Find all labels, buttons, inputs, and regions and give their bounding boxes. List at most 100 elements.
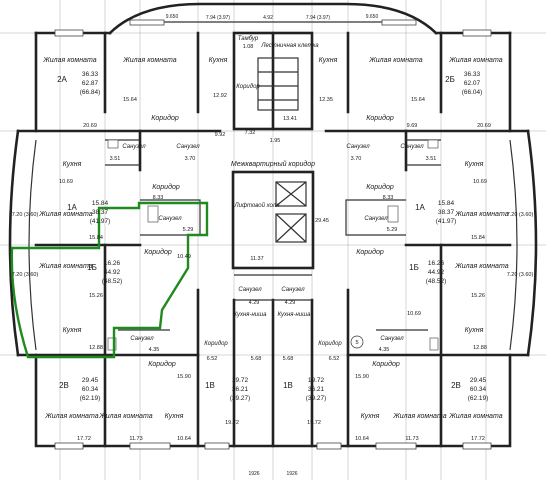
kitchen-area: 10.69 (473, 179, 487, 185)
kitchen-label: Кухня (361, 413, 380, 420)
core-corridor-label: Коридор (236, 84, 260, 90)
room-area: 20.69 (477, 123, 491, 129)
apartment-total: 19.72 (308, 377, 325, 384)
room-area: 20.69 (83, 123, 97, 129)
core-corridor-area-1: 7.32 (245, 130, 256, 136)
room-label: Жилая комната (448, 413, 502, 420)
bath-label: Санузел (122, 144, 146, 150)
dim-bottom-right: 1926 (286, 471, 297, 477)
room-area: 17.72 (77, 436, 91, 442)
kitchen-label: Кухня (209, 57, 228, 64)
corridor-label: Коридор (372, 360, 400, 368)
dim-left: 9.650 (166, 14, 179, 20)
room-area: 19.72 (225, 420, 239, 426)
niche-area: 5.68 (251, 356, 262, 362)
tambour-label: Тамбур (238, 36, 259, 42)
apartment-living: 44.92 (428, 269, 445, 276)
core-labels: Тамбур 1.08 Лестничная клетка 13.41 Кори… (231, 36, 364, 349)
apartment-1v-left: Санузел 4.29 Кухня-ниша Коридор 6.52 5.6… (204, 287, 267, 426)
corridor-area: 15.90 (355, 374, 369, 380)
kitchen-label: Кухня (465, 161, 484, 168)
apartment-code: 2А (57, 75, 67, 84)
stair-area: 13.41 (283, 116, 297, 122)
dim-right-mid: 7.94 (3.97) (306, 15, 331, 21)
core-corridor-area-2: 1.95 (270, 138, 281, 144)
apartment-2v-left: Коридор 15.90 2В 29.45 60.34 (62.19) Жил… (44, 360, 191, 442)
apartment-2b: Кухня Жилая комната Жилая комната 2Б 36.… (319, 57, 503, 129)
room-label: Жилая комната (98, 413, 152, 420)
corridor-area: 8.33 (153, 195, 164, 201)
room-label: Жилая комната (454, 211, 508, 218)
kitchen-area: 12.35 (319, 97, 333, 103)
mezh-corridor-area: 29.45 (315, 218, 329, 224)
kitchen-area: 10.69 (59, 179, 73, 185)
dim-center: 4.92 (263, 15, 273, 21)
balcony-area: 7.20 (3.60) (12, 212, 39, 218)
top-dimension-chain: 9.650 7.94 (3.97) 4.92 7.94 (3.97) 9.650 (130, 14, 416, 23)
room-area: 11.73 (405, 436, 418, 442)
bath-label: Санузел (158, 216, 182, 222)
apartment-total: 16.26 (428, 260, 445, 267)
apartment-full: (48.52) (426, 278, 447, 285)
dim-right: 9.650 (366, 14, 379, 20)
bath-area: 3.51 (426, 156, 437, 162)
apartment-total: 36.33 (82, 71, 99, 78)
highlighted-apartment-outline (10, 201, 209, 359)
apartment-living: 36.21 (232, 386, 249, 393)
room-label: Жилая комната (368, 57, 422, 64)
room-area: 15.84 (89, 235, 103, 241)
room-area: 11.73 (129, 436, 142, 442)
balcony-area: 7.20 (3.60) (507, 212, 534, 218)
bath-area: 5.29 (183, 227, 194, 233)
kitchen-area: 10.64 (177, 436, 191, 442)
room-label: Жилая комната (122, 57, 176, 64)
kitchen-label: Кухня (63, 327, 82, 334)
core-walls (231, 31, 315, 270)
apartment-living: 38.37 (438, 209, 455, 216)
bath2-area: 4.35 (149, 347, 160, 353)
kitchen-area: 12.92 (213, 93, 227, 99)
marker-circle (350, 335, 364, 349)
room-label: Жилая комната (42, 57, 96, 64)
fixtures (107, 139, 439, 351)
room-area: 15.26 (89, 293, 103, 299)
corridor-area: 6.52 (207, 356, 218, 362)
niche-label: Кухня-ниша (278, 312, 312, 318)
kitchen-label: Кухня (465, 327, 484, 334)
corridor-label: Коридор (151, 114, 179, 122)
corridor-area: 15.90 (177, 374, 191, 380)
balcony-area: 7.20 (3.60) (507, 272, 534, 278)
bath-label: Санузел (400, 144, 424, 150)
corridor-area: 10.49 (177, 254, 191, 260)
apartment-total: 29.45 (82, 377, 99, 384)
apartment-1b-left: Санузел 5.29 Коридор 10.49 1Б 16.26 44.9… (12, 216, 194, 353)
bath2-area: 3.70 (351, 156, 362, 162)
room-label: Жилая комната (44, 413, 98, 420)
corridor-label: Коридор (356, 248, 384, 256)
apartment-living: 62.07 (464, 80, 481, 87)
balcony-area: 7.20 (3.60) (12, 272, 39, 278)
room-label: Жилая комната (392, 413, 446, 420)
apartment-full: (48.52) (102, 278, 123, 285)
bath-area: 4.29 (285, 300, 296, 306)
apartment-code: 1Б (409, 263, 419, 272)
mezh-corridor-label: Межквартирный коридор (231, 160, 315, 168)
dim-bottom-left: 1926 (248, 471, 259, 477)
corridor-area: 6.52 (329, 356, 340, 362)
kitchen-label: Кухня (63, 161, 82, 168)
apartment-total: 19.72 (232, 377, 249, 384)
room-label: Жилая комната (454, 263, 508, 270)
corridor-label: Коридор (144, 248, 172, 256)
apartment-full: (62.19) (80, 395, 101, 402)
room-label: Жилая комната (38, 211, 92, 218)
kitchen-label: Кухня (319, 57, 338, 64)
lift-hall-area: 11.37 (250, 256, 263, 262)
dim-left-mid: 7.94 (3.97) (206, 15, 231, 21)
apartment-living: 60.34 (470, 386, 487, 393)
marker-label: 5 (355, 340, 358, 346)
interior-walls (34, 31, 512, 448)
apartment-1a-right: Санузел 3.70 Санузел 3.51 Кухня 10.69 Ко… (346, 144, 533, 241)
apartment-code: 2Б (445, 75, 455, 84)
apartment-2a: Жилая комната Жилая комната Кухня 2А 36.… (42, 57, 227, 138)
